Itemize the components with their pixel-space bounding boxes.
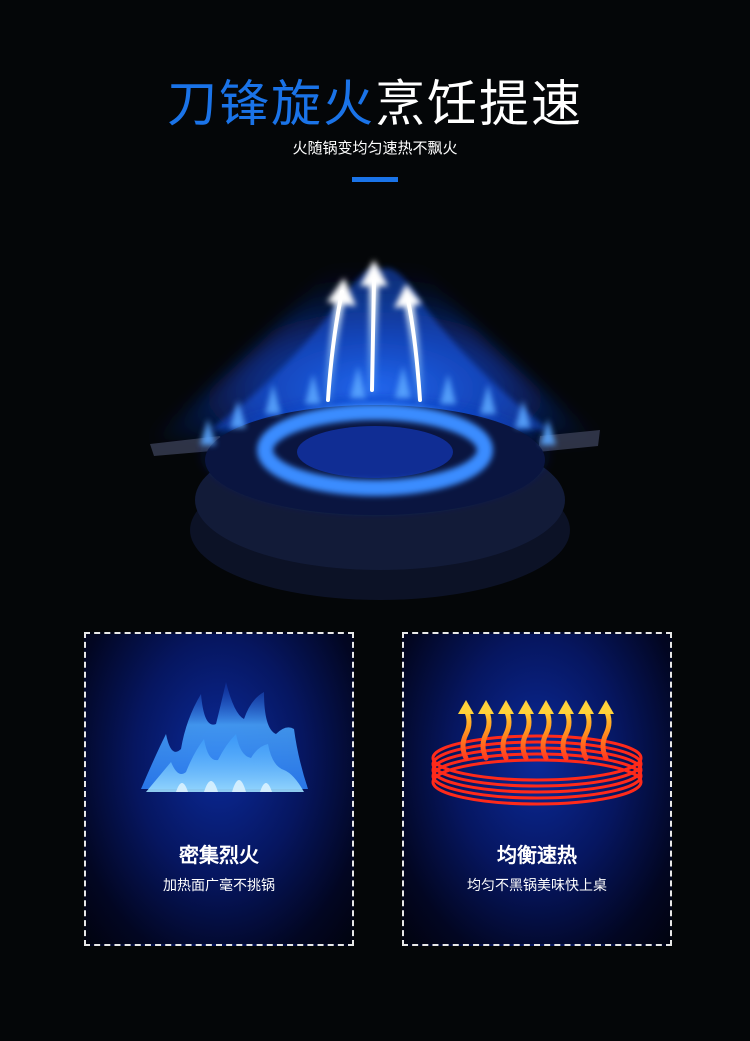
feature-description: 均匀不黑锅美味快上桌 [467, 878, 607, 894]
heat-rings-icon [431, 700, 643, 806]
gas-burner-flame-image [150, 235, 600, 600]
headline: 刀锋旋火烹饪提速 [0, 74, 750, 134]
subtitle: 火随锅变均匀速热不飘火 [292, 139, 458, 157]
headline-rest: 烹饪提速 [375, 75, 583, 133]
dense-flame-icon [141, 682, 308, 792]
feature-title: 均衡速热 [497, 843, 577, 867]
feature-title: 密集烈火 [179, 843, 259, 867]
feature-description: 加热面广毫不挑锅 [163, 878, 275, 894]
accent-divider [352, 177, 398, 182]
feature-card-even-heat: 均衡速热 均匀不黑锅美味快上桌 [402, 632, 672, 946]
headline-accent: 刀锋旋火 [167, 75, 375, 133]
feature-card-dense-flame: 密集烈火 加热面广毫不挑锅 [84, 632, 354, 946]
